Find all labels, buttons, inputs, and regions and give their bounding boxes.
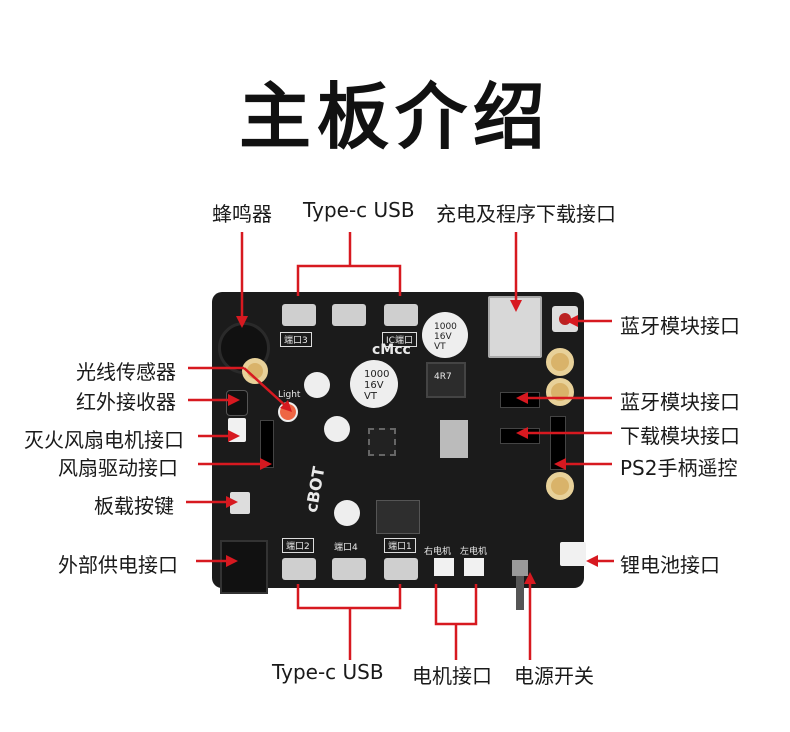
- port2-label: 端口2: [282, 538, 314, 553]
- ps2-header: [550, 416, 566, 470]
- power-switch-component: [512, 560, 528, 576]
- label-motor: 电机接口: [412, 664, 492, 688]
- mcu-chip: [368, 428, 396, 456]
- onboard-button: [230, 492, 250, 514]
- voltage-regulator: [440, 420, 468, 458]
- motor-driver-chip: [376, 500, 420, 534]
- right-motor-label: 右电机: [424, 547, 452, 557]
- page-title: 主板介绍: [238, 75, 551, 159]
- port1-label: 端口1: [384, 538, 416, 553]
- fan-driver-header: [260, 420, 274, 468]
- brand-label: cMcc: [372, 342, 411, 358]
- port4-label: 端口4: [334, 543, 358, 553]
- big-capacitor: [422, 312, 468, 358]
- label-external-power: 外部供电接口: [58, 553, 178, 577]
- label-fan-motor: 灭火风扇电机接口: [24, 428, 184, 452]
- label-bluetooth-1: 蓝牙模块接口: [620, 314, 740, 338]
- usb-c-port-top-mid: [332, 304, 366, 326]
- label-ps2: PS2手柄遥控: [620, 456, 738, 480]
- mounting-hole-tr: [546, 348, 574, 376]
- label-usb-bottom: Type-c USB: [272, 660, 384, 684]
- usb-c-port-1: [384, 558, 418, 580]
- small-capacitor-2: [324, 416, 350, 442]
- label-bluetooth-2: 蓝牙模块接口: [620, 390, 740, 414]
- lithium-connector: [560, 542, 586, 566]
- motor-connector-right: [434, 558, 454, 576]
- label-lithium: 锂电池接口: [620, 553, 720, 577]
- usb-c-port-2: [282, 558, 316, 580]
- inductor-label: 4R7: [434, 372, 452, 382]
- power-switch-lever: [516, 576, 524, 610]
- label-charge-download: 充电及程序下载接口: [436, 202, 616, 226]
- dc-jack: [220, 540, 268, 594]
- label-power-switch: 电源开关: [514, 664, 594, 688]
- label-fan-driver: 风扇驱动接口: [58, 456, 178, 480]
- small-capacitor-1: [304, 372, 330, 398]
- label-buzzer: 蜂鸣器: [212, 202, 272, 226]
- light-label: Light: [278, 390, 301, 400]
- usb-c-port-3: [282, 304, 316, 326]
- usb-c-port-ic: [384, 304, 418, 326]
- mounting-hole-r: [546, 378, 574, 406]
- left-motor-label: 左电机: [460, 547, 488, 557]
- label-light-sensor: 光线传感器: [76, 360, 176, 384]
- mounting-hole-r2: [546, 472, 574, 500]
- motor-connector-left: [464, 558, 484, 576]
- small-capacitor-3: [334, 500, 360, 526]
- port-ic-label: IC端口: [382, 332, 417, 347]
- label-usb-top: Type-c USB: [303, 198, 415, 222]
- usb-c-port-bottom-mid: [332, 558, 366, 580]
- label-ir-receiver: 红外接收器: [76, 390, 176, 414]
- label-download-module: 下载模块接口: [620, 424, 740, 448]
- label-onboard-button: 板载按键: [94, 494, 174, 518]
- center-capacitor: [350, 360, 398, 408]
- inductor: [426, 362, 466, 398]
- port3-label: 端口3: [280, 332, 312, 347]
